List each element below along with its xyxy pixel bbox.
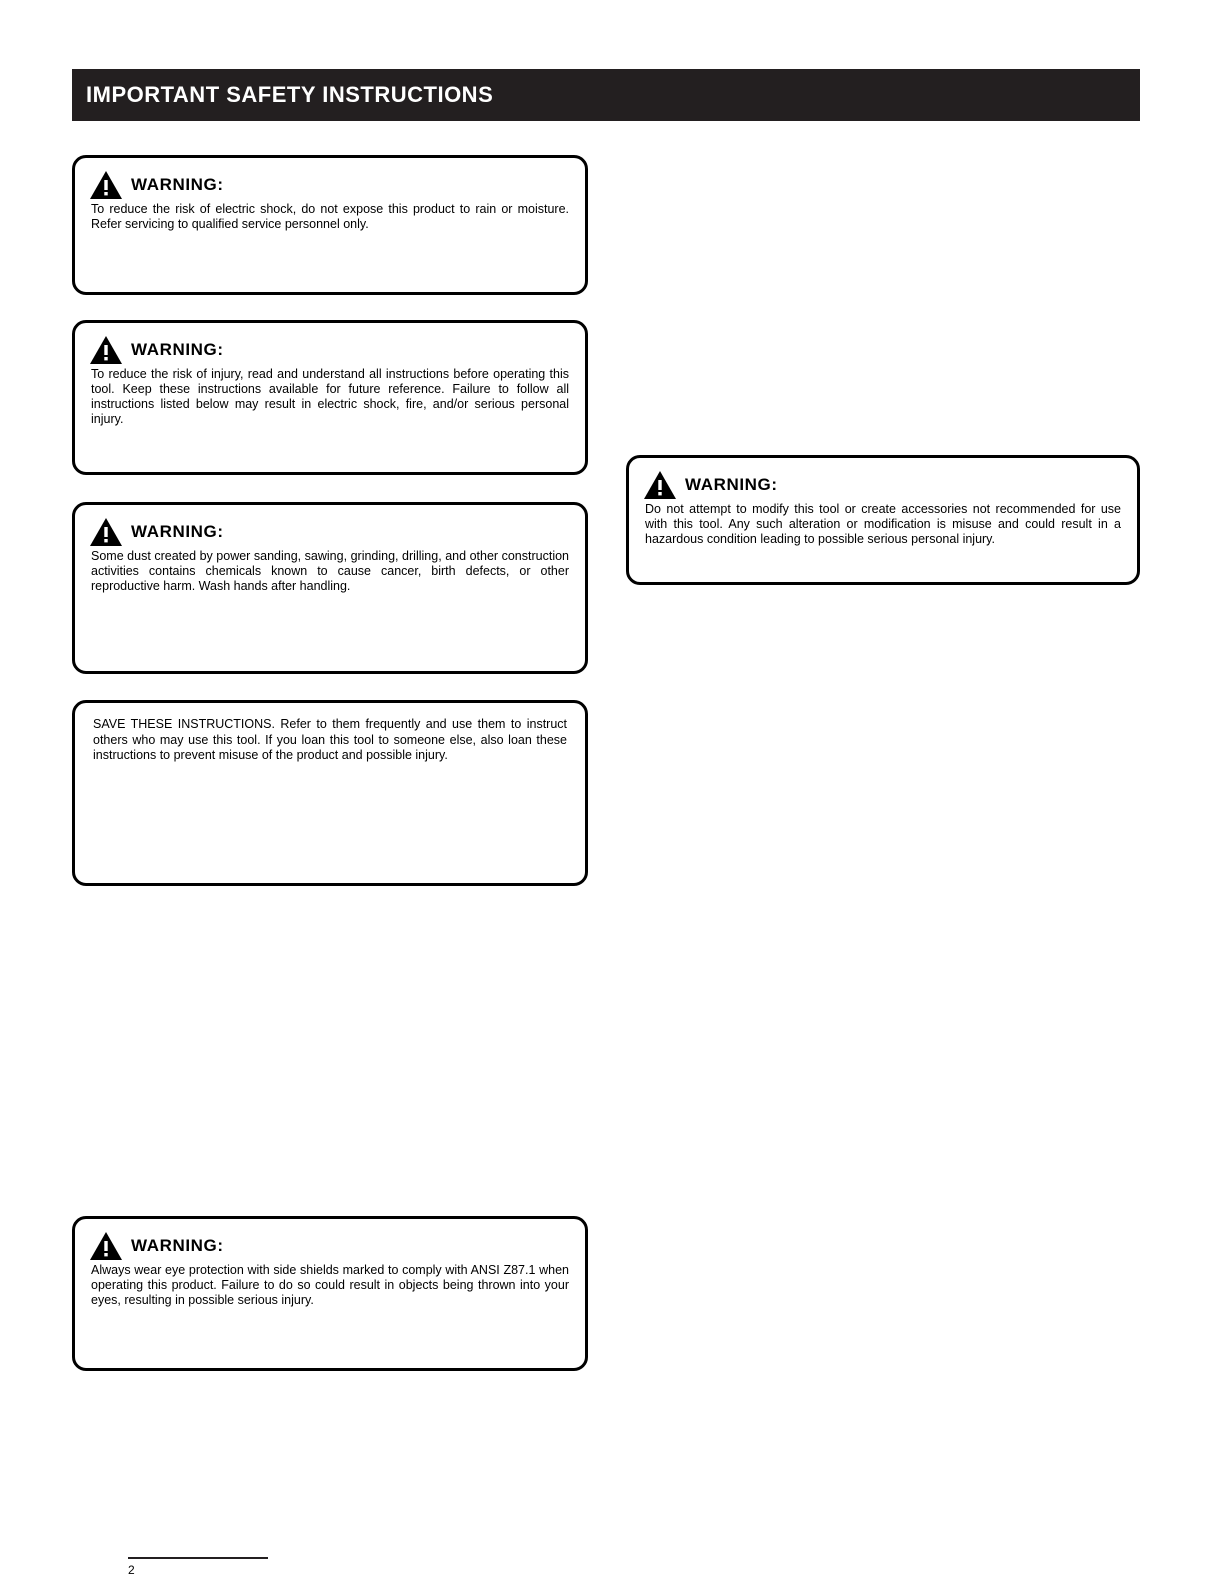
warning-header: WARNING: <box>75 505 585 547</box>
warning-box-modification: WARNING: Do not attempt to modify this t… <box>626 455 1140 585</box>
page-number: 2 <box>128 1563 135 1577</box>
warning-box-eye-protection: WARNING: Always wear eye protection with… <box>72 1216 588 1371</box>
warning-text: Do not attempt to modify this tool or cr… <box>645 502 1121 546</box>
warning-header: WARNING: <box>75 158 585 200</box>
warning-triangle-icon <box>643 470 677 500</box>
warning-triangle-icon <box>89 517 123 547</box>
warning-text: To reduce the risk of injury, read and u… <box>91 367 569 426</box>
warning-label: WARNING: <box>685 475 778 494</box>
section-header-bar: IMPORTANT SAFETY INSTRUCTIONS <box>72 69 1140 121</box>
warning-text: Some dust created by power sanding, sawi… <box>91 549 569 593</box>
warning-box-dust: WARNING: Some dust created by power sand… <box>72 502 588 674</box>
warning-triangle-icon <box>89 335 123 365</box>
warning-box-shock: WARNING: To reduce the risk of electric … <box>72 155 588 295</box>
notice-box-save-instructions: SAVE THESE INSTRUCTIONS. Refer to them f… <box>72 700 588 886</box>
page-title: IMPORTANT SAFETY INSTRUCTIONS <box>86 82 494 107</box>
warning-text: To reduce the risk of electric shock, do… <box>91 202 569 231</box>
notice-text: SAVE THESE INSTRUCTIONS. Refer to them f… <box>93 717 567 762</box>
footer-divider <box>128 1557 268 1559</box>
warning-triangle-icon <box>89 1231 123 1261</box>
warning-box-injury: WARNING: To reduce the risk of injury, r… <box>72 320 588 475</box>
warning-label: WARNING: <box>131 340 224 359</box>
warning-label: WARNING: <box>131 1236 224 1255</box>
warning-label: WARNING: <box>131 175 224 194</box>
warning-header: WARNING: <box>629 458 1137 500</box>
warning-text: Always wear eye protection with side shi… <box>91 1263 569 1307</box>
warning-triangle-icon <box>89 170 123 200</box>
warning-header: WARNING: <box>75 323 585 365</box>
warning-label: WARNING: <box>131 522 224 541</box>
warning-header: WARNING: <box>75 1219 585 1261</box>
